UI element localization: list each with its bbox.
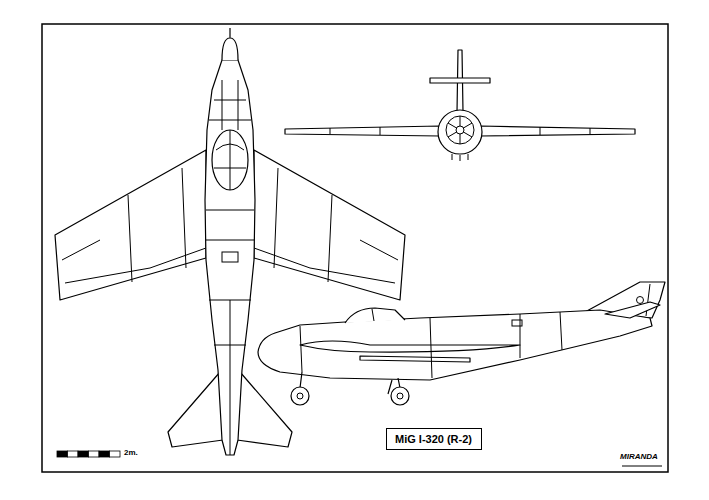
scale-bar (78, 451, 89, 457)
scale-bar (68, 451, 79, 457)
wing-panel-lines (62, 168, 206, 283)
page-frame (42, 24, 668, 472)
title-text: MiG I-320 (R-2) (395, 432, 473, 446)
canopy-side (345, 308, 405, 323)
title-box: MiG I-320 (R-2) (386, 428, 482, 450)
fuselage-side (258, 310, 652, 380)
scale-bar (99, 451, 110, 457)
signature-line (622, 466, 662, 467)
front-wing-left (285, 126, 440, 136)
marking-plate (512, 320, 522, 326)
right-wing (254, 150, 405, 300)
tailplane-side (605, 302, 660, 318)
signature: MIRANDA (620, 452, 658, 461)
wheel-hub (397, 393, 403, 399)
panel-lines-side (300, 312, 562, 378)
fuselage-fairing (300, 341, 520, 352)
intake-cone (456, 126, 464, 134)
scale-label: 2m. (124, 448, 138, 457)
wing-panel-lines (254, 168, 398, 283)
front-gear (452, 154, 468, 161)
hatch (222, 252, 238, 262)
front-wing-right (480, 126, 635, 136)
wing-fences (330, 127, 590, 135)
landing-gear (300, 372, 400, 394)
wing-side (360, 356, 470, 362)
tailplane-left (168, 372, 223, 447)
fin-roundel (637, 297, 644, 304)
scale-bar (110, 451, 121, 457)
main-wheel (391, 387, 409, 405)
wheel-hub (297, 393, 303, 399)
nose-cone (222, 28, 238, 60)
air-intake (446, 116, 474, 144)
fuselage-top (205, 60, 255, 455)
left-wing (55, 150, 206, 300)
canopy-frame (214, 130, 246, 190)
canopy (212, 130, 248, 190)
tailplane-right (237, 372, 292, 447)
front-tailplane (430, 78, 490, 83)
panel-lines (206, 80, 254, 455)
nose-wheel (291, 387, 309, 405)
scale-bar (57, 451, 68, 457)
intake-splitter (448, 116, 472, 144)
canopy-frame-side (372, 309, 374, 321)
fuselage-front (438, 110, 482, 154)
scale-bar (89, 451, 100, 457)
